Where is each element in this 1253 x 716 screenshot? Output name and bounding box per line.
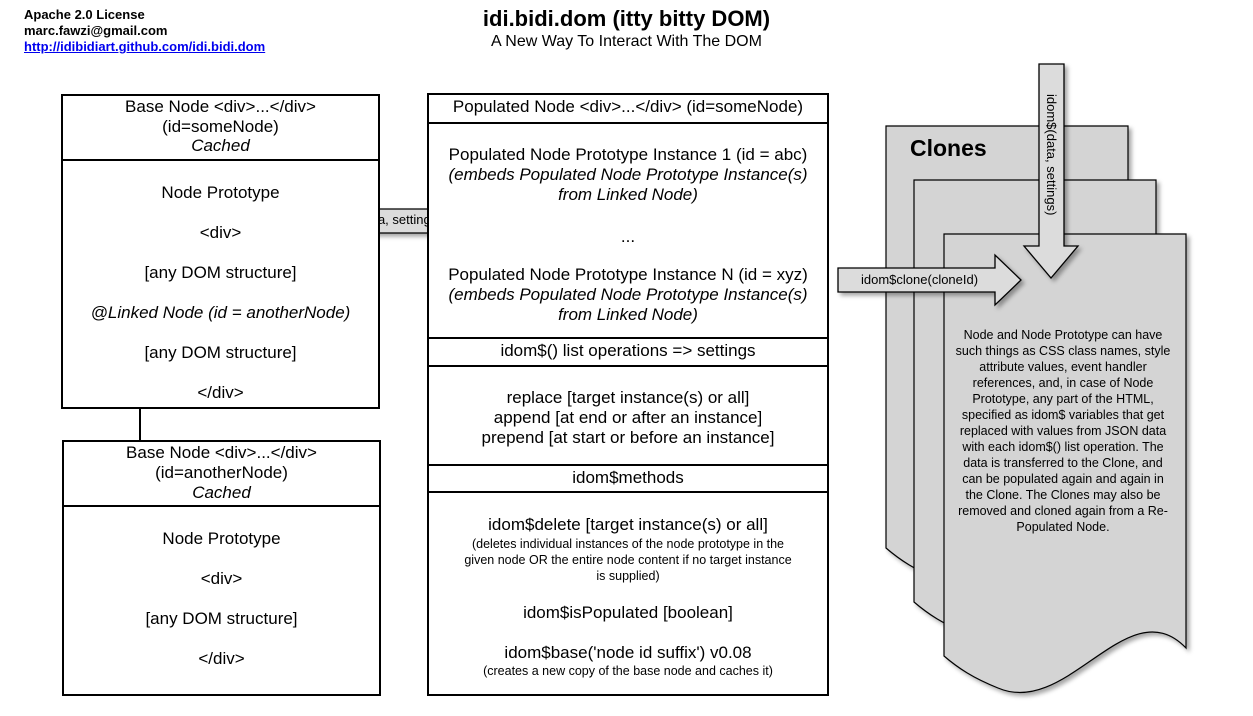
instance-n-embeds: (embeds Populated Node Prototype Instanc… [448, 285, 808, 304]
method-delete-note-2: given node OR the entire node content if… [464, 553, 792, 567]
method-base-note: (creates a new copy of the base node and… [483, 664, 773, 678]
clone-method-arrow [837, 253, 1022, 307]
base-node-1-div-close: </div> [197, 383, 244, 402]
license-text: Apache 2.0 License [24, 7, 145, 22]
method-base: idom$base('node id suffix') v0.08 [504, 643, 752, 662]
list-op-replace: replace [target instance(s) or all] [506, 388, 750, 407]
base-node-1-prototype-label: Node Prototype [161, 183, 280, 202]
base-node-1-id: (id=someNode) [162, 117, 279, 136]
populated-node-divider-5 [429, 491, 827, 493]
populated-node-divider-1 [429, 122, 827, 124]
base-node-2-prototype-label: Node Prototype [162, 529, 281, 548]
instance-1-title: Populated Node Prototype Instance 1 (id … [448, 145, 808, 164]
method-delete-note-3: is supplied) [596, 569, 660, 583]
diagram-subtitle: A New Way To Interact With The DOM [491, 33, 762, 50]
base-node-2-dom-structure: [any DOM structure] [145, 609, 298, 628]
base-node-some-node: Base Node <div>...</div> (id=someNode) C… [61, 94, 380, 409]
clones-description: Node and Node Prototype can have such th… [955, 328, 1171, 534]
project-link[interactable]: http://idibidiart.github.com/idi.bidi.do… [24, 39, 266, 54]
diagram-title: idi.bidi.dom (itty bitty DOM) [482, 6, 771, 31]
author-email: marc.fawzi@gmail.com [24, 23, 168, 38]
base-node-1-divider [63, 159, 378, 161]
instance-1-from-linked: from Linked Node) [558, 185, 698, 204]
base-node-2-id: (id=anotherNode) [155, 463, 288, 482]
base-node-2-cached: Cached [192, 483, 251, 502]
list-op-append: append [at end or after an instance] [493, 408, 763, 427]
clone-sheet-front [943, 233, 1187, 694]
base-node-2-div-open: <div> [200, 569, 243, 588]
list-op-prepend: prepend [at start or before an instance] [481, 428, 775, 447]
populated-node-divider-4 [429, 464, 827, 466]
base-node-2-title: Base Node <div>...</div> [126, 443, 317, 462]
list-operations-header: idom$() list operations => settings [500, 341, 756, 360]
base-node-2-div-close: </div> [198, 649, 245, 668]
base-node-1-title: Base Node <div>...</div> [125, 97, 316, 116]
method-delete-note-1: (deletes individual instances of the nod… [471, 537, 784, 551]
base-node-1-cached: Cached [191, 136, 250, 155]
method-delete: idom$delete [target instance(s) or all] [488, 515, 768, 534]
base-node-2-divider [64, 505, 379, 507]
base-node-1-dom-structure-2: [any DOM structure] [144, 343, 297, 362]
clone-method-label: idom$clone(cloneId) [861, 272, 979, 287]
base-node-1-linked-node: @Linked Node (id = anotherNode) [90, 303, 351, 322]
base-node-1-dom-structure: [any DOM structure] [144, 263, 297, 282]
base-node-another-node: Base Node <div>...</div> (id=anotherNode… [62, 440, 381, 696]
instance-n-from-linked: from Linked Node) [558, 305, 698, 324]
method-is-populated: idom$isPopulated [boolean] [523, 603, 733, 622]
instance-1-embeds: (embeds Populated Node Prototype Instanc… [448, 165, 808, 184]
data-settings-arrow [1022, 63, 1080, 280]
populated-node-title: Populated Node <div>...</div> (id=someNo… [452, 97, 804, 116]
populated-node: Populated Node <div>...</div> (id=someNo… [427, 93, 829, 696]
instances-ellipsis: ... [620, 227, 636, 246]
base-node-1-div-open: <div> [199, 223, 242, 242]
license-block: Apache 2.0 License marc.fawzi@gmail.com … [24, 7, 265, 55]
populated-node-divider-3 [429, 365, 827, 367]
methods-header: idom$methods [572, 468, 684, 487]
populated-node-divider-2 [429, 337, 827, 339]
data-settings-label: idom$(data, settings) [1044, 94, 1059, 216]
clones-title: Clones [910, 135, 987, 161]
instance-n-title: Populated Node Prototype Instance N (id … [448, 265, 808, 284]
